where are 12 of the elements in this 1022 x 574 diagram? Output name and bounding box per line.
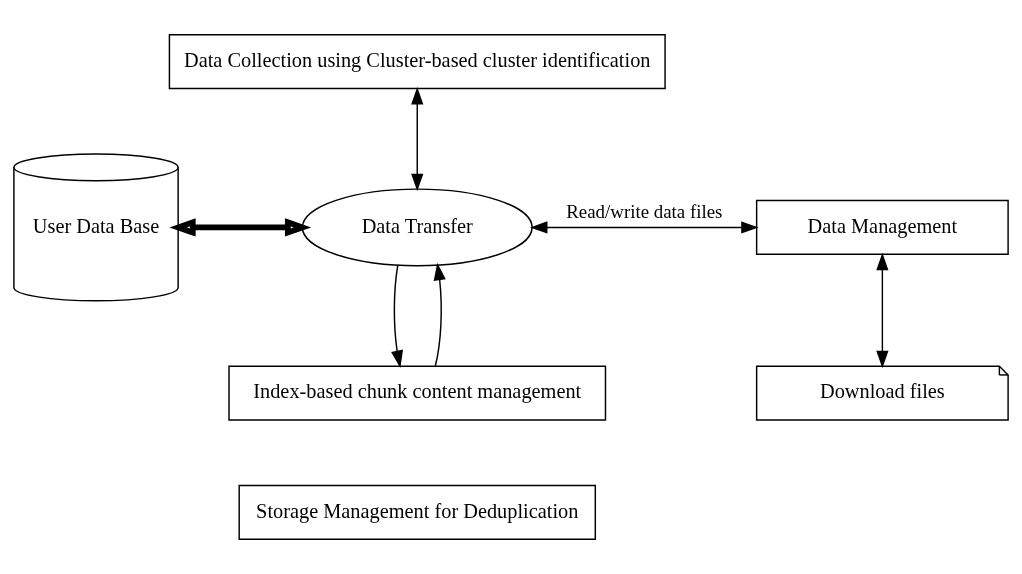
arrow [169, 218, 312, 237]
node-box: Index-based chunk content management [228, 365, 607, 421]
arrow [433, 262, 446, 367]
node-ellipse: Data Transfer [301, 188, 533, 267]
node-box: Storage Management for Deduplication [238, 484, 597, 540]
node-box: Data Management [755, 199, 1009, 256]
edge-label: Read/write data files [566, 200, 723, 222]
arrow [530, 221, 759, 234]
arrow [876, 252, 889, 369]
arrow [391, 264, 404, 368]
arrow [411, 87, 424, 192]
node-box: Data Collection using Cluster-based cluster identification [168, 34, 666, 90]
